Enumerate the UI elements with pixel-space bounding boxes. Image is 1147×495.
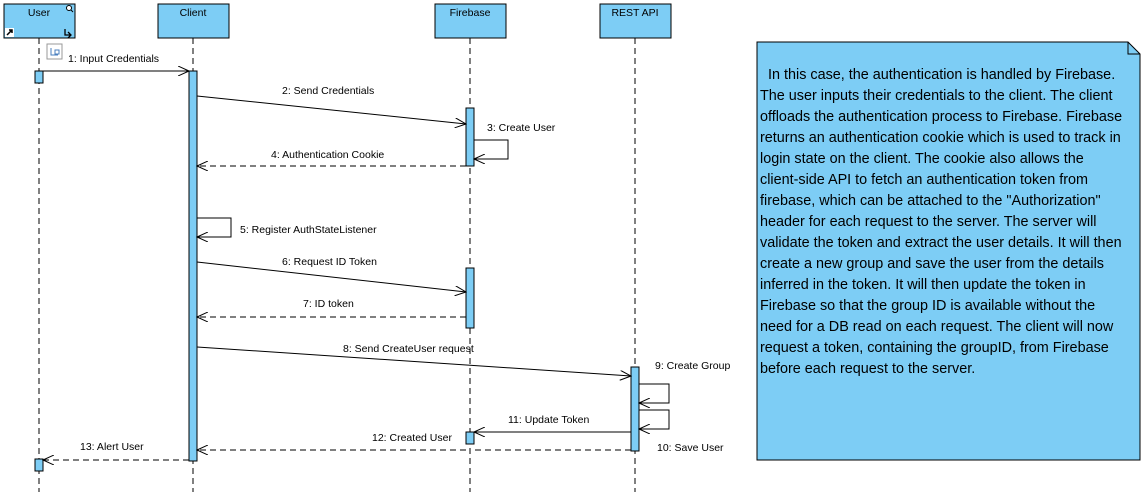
firebase-activation-2[interactable] <box>465 267 475 329</box>
message-9-arrow[interactable] <box>639 383 670 403</box>
message-3-arrow[interactable] <box>474 139 509 159</box>
connector-handle-icon <box>64 29 72 39</box>
firebase-label: Firebase <box>450 7 491 19</box>
message-7-label: 7: ID token <box>303 298 354 310</box>
rest-api-label: REST API <box>611 7 658 19</box>
message-9-label: 9: Create Group <box>655 360 730 372</box>
message-1-label: 1: Input Credentials <box>68 53 159 65</box>
message-2-label: 2: Send Credentials <box>282 85 374 97</box>
message-3-label: 3: Create User <box>487 122 556 134</box>
message-10-label: 10: Save User <box>657 442 724 454</box>
note-text: In this case, the authentication is hand… <box>760 67 1130 377</box>
client-lifeline-head[interactable]: Client <box>157 3 230 39</box>
zoom-icon <box>66 5 72 11</box>
client-activation[interactable] <box>188 70 198 462</box>
message-icon <box>46 43 63 60</box>
message-6-arrow[interactable] <box>196 261 466 292</box>
note-shape <box>756 41 1141 461</box>
message-8-label: 8: Send CreateUser request <box>343 343 474 355</box>
note-fold <box>1127 42 1140 55</box>
message-2-arrow[interactable] <box>196 95 466 124</box>
firebase-activation-3[interactable] <box>465 431 475 445</box>
firebase-lifeline-head[interactable]: Firebase <box>434 3 507 39</box>
message-5-label: 5: Register AuthStateListener <box>240 224 377 236</box>
rest-api-activation[interactable] <box>630 366 640 452</box>
message-8-arrow[interactable] <box>196 346 631 376</box>
message-6-label: 6: Request ID Token <box>282 256 377 268</box>
message-4-label: 4: Authentication Cookie <box>271 149 384 161</box>
message-10-arrow[interactable] <box>639 409 670 429</box>
message-12-label: 12: Created User <box>372 432 452 444</box>
message-11-label: 11: Update Token <box>508 414 589 426</box>
explanation-note[interactable]: In this case, the authentication is hand… <box>757 42 1128 460</box>
message-5-arrow[interactable] <box>197 217 232 237</box>
firebase-activation-1[interactable] <box>465 107 475 167</box>
user-label: User <box>28 7 51 19</box>
user-lifeline-head[interactable]: User <box>3 3 76 39</box>
user-activation-1[interactable] <box>34 70 44 84</box>
user-activation-2[interactable] <box>34 458 44 472</box>
message-13-label: 13: Alert User <box>80 441 144 453</box>
rest-api-lifeline-head[interactable]: REST API <box>599 3 672 39</box>
client-label: Client <box>180 7 207 19</box>
